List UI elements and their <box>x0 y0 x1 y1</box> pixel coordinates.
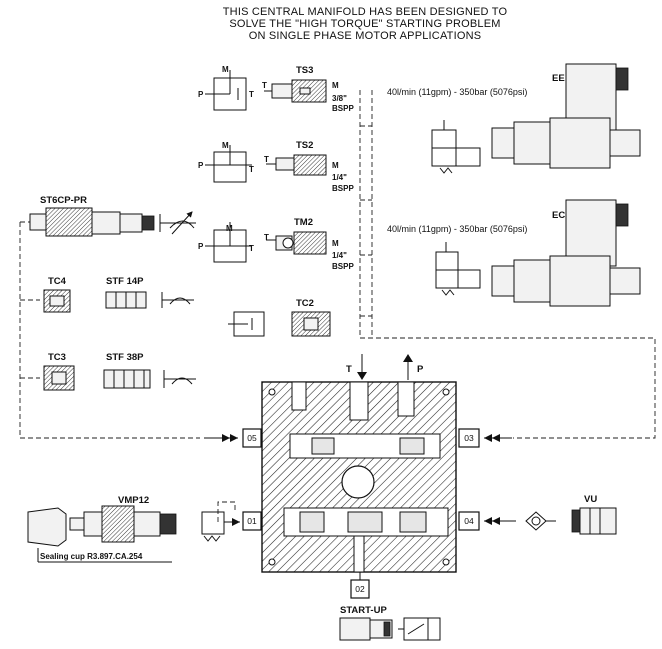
sealing-cup: Sealing cup R3.897.CA.254 <box>27 507 172 563</box>
port-03-label: 03 <box>464 433 474 443</box>
port-01-label: 01 <box>247 516 257 526</box>
vu-valve: VU <box>571 494 617 535</box>
ts2-bspp: BSPP <box>332 184 354 193</box>
header-text: THIS CENTRAL MANIFOLD HAS BEEN DESIGNED … <box>223 6 508 42</box>
ts2-thread-size: 1/4" <box>332 173 347 182</box>
ts3-p-letter: P <box>198 90 204 99</box>
tm2-bspp: BSPP <box>332 262 354 271</box>
tm2-p-letter: P <box>198 242 204 251</box>
vu-label: VU <box>584 494 597 505</box>
sealing-cup-label: Sealing cup R3.897.CA.254 <box>40 552 143 561</box>
ts3-label: TS3 <box>296 65 313 76</box>
main-port-p: P <box>417 364 424 375</box>
ts3-fitting: T M 3/8" BSPP TS3 <box>262 65 354 113</box>
header-line-1: THIS CENTRAL MANIFOLD HAS BEEN DESIGNED … <box>223 6 508 18</box>
ts3-fitting-t: T <box>262 81 267 90</box>
circuit-lines <box>19 90 656 522</box>
ee-spec: 40l/min (11gpm) - 350bar (5076psi) <box>387 87 527 97</box>
tc2-symbol <box>228 311 265 337</box>
ts3-symbol: M P T <box>198 65 254 111</box>
port-02: 02 <box>350 572 370 599</box>
st6cp-symbol <box>159 211 196 235</box>
header-line-3: ON SINGLE PHASE MOTOR APPLICATIONS <box>249 30 482 42</box>
tm2-m-letter: M <box>226 224 233 233</box>
ts2-fitting-t: T <box>264 155 269 164</box>
port-05-label: 05 <box>247 433 257 443</box>
ts3-m-letter: M <box>222 65 229 74</box>
tc2-fitting: TC2 <box>291 298 331 337</box>
tm2-t-letter: T <box>249 244 254 253</box>
start-up-valve: START-UP <box>339 605 393 641</box>
vmp12-label: VMP12 <box>118 495 149 506</box>
port-04: 04 <box>458 511 516 531</box>
ee-valve: EE 40l/min (11gpm) - 350bar (5076psi) <box>387 63 641 169</box>
ts2-fitting-m: M <box>332 161 339 170</box>
port-03: 03 <box>458 428 512 448</box>
tm2-symbol: M P T <box>198 222 254 263</box>
main-port-arrows: T P <box>346 354 424 380</box>
ec-symbol <box>435 242 481 296</box>
tc3-fitting: TC3 <box>43 352 75 391</box>
stf14p-label: STF 14P <box>106 276 144 287</box>
manifold-block <box>261 381 457 573</box>
start-up-label: START-UP <box>340 605 387 616</box>
ts2-p-letter: P <box>198 161 204 170</box>
ts3-thread-size: 3/8" <box>332 94 347 103</box>
port-04-label: 04 <box>464 516 474 526</box>
ec-label: EC <box>552 210 565 221</box>
tc4-fitting: TC4 <box>43 276 71 313</box>
tc3-label: TC3 <box>48 352 66 363</box>
stf14p-symbol <box>161 292 194 308</box>
ts2-t-letter: T <box>249 165 254 174</box>
tm2-fitting-m: M <box>332 239 339 248</box>
start-up-symbol <box>398 617 441 641</box>
header-line-2: SOLVE THE "HIGH TORQUE" STARTING PROBLEM <box>229 18 500 30</box>
tc2-label: TC2 <box>296 298 314 309</box>
tm2-label: TM2 <box>294 217 313 228</box>
stf38p-label: STF 38P <box>106 352 144 363</box>
st6cp-label: ST6CP-PR <box>40 195 87 206</box>
vu-symbol <box>525 511 556 531</box>
stf38p-symbol <box>163 370 196 388</box>
ts2-label: TS2 <box>296 140 313 151</box>
ec-valve: EC 40l/min (11gpm) - 350bar (5076psi) <box>387 199 641 307</box>
port-02-label: 02 <box>355 584 365 594</box>
main-port-t: T <box>346 364 352 375</box>
tc4-label: TC4 <box>48 276 67 287</box>
tm2-thread-size: 1/4" <box>332 251 347 260</box>
stf14p-valve: STF 14P <box>105 276 147 309</box>
ts2-fitting: T M 1/4" BSPP TS2 <box>264 140 354 193</box>
tm2-fitting: T M 1/4" BSPP TM2 <box>264 217 354 271</box>
stf38p-valve: STF 38P <box>103 352 151 389</box>
ee-label: EE <box>552 73 565 84</box>
ts3-fitting-m: M <box>332 81 339 90</box>
port-05: 05 <box>204 428 262 448</box>
ec-spec: 40l/min (11gpm) - 350bar (5076psi) <box>387 224 527 234</box>
ts2-m-letter: M <box>222 141 229 150</box>
ts3-bspp: BSPP <box>332 104 354 113</box>
ts3-t-letter: T <box>249 90 254 99</box>
tm2-fitting-t: T <box>264 233 269 242</box>
ts2-symbol: M P T <box>198 141 254 183</box>
st6cp-pr-valve: ST6CP-PR <box>29 195 155 237</box>
port-01: 01 <box>242 511 262 531</box>
vmp12-symbol <box>201 511 240 542</box>
ee-symbol <box>431 120 481 174</box>
vmp12-valve: VMP12 <box>69 495 177 543</box>
